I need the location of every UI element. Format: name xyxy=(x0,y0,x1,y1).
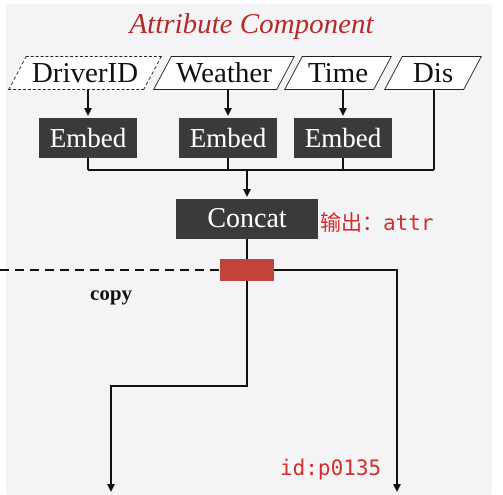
embed-block-driverid: Embed xyxy=(39,118,137,158)
id-annotation: id:p0135 xyxy=(280,456,382,480)
input-dis: Dis xyxy=(383,56,483,90)
input-driverid: DriverID xyxy=(7,56,163,90)
input-label: Time xyxy=(307,56,369,89)
copy-label: copy xyxy=(90,281,132,305)
input-label: Weather xyxy=(176,56,272,89)
concat-block: Concat xyxy=(176,199,318,239)
embed-block-time: Embed xyxy=(294,118,392,158)
diagram-title: Attribute Component xyxy=(129,8,374,40)
input-label: Dis xyxy=(412,56,454,89)
embed-block-weather: Embed xyxy=(179,118,277,158)
input-weather: Weather xyxy=(152,56,296,90)
input-label: DriverID xyxy=(31,56,139,89)
wire-right-branch xyxy=(274,269,401,492)
output-annotation: 输出：attr xyxy=(320,211,434,235)
attr-output-node xyxy=(220,259,274,281)
wire-left-branch xyxy=(107,281,248,492)
input-time: Time xyxy=(283,56,393,90)
